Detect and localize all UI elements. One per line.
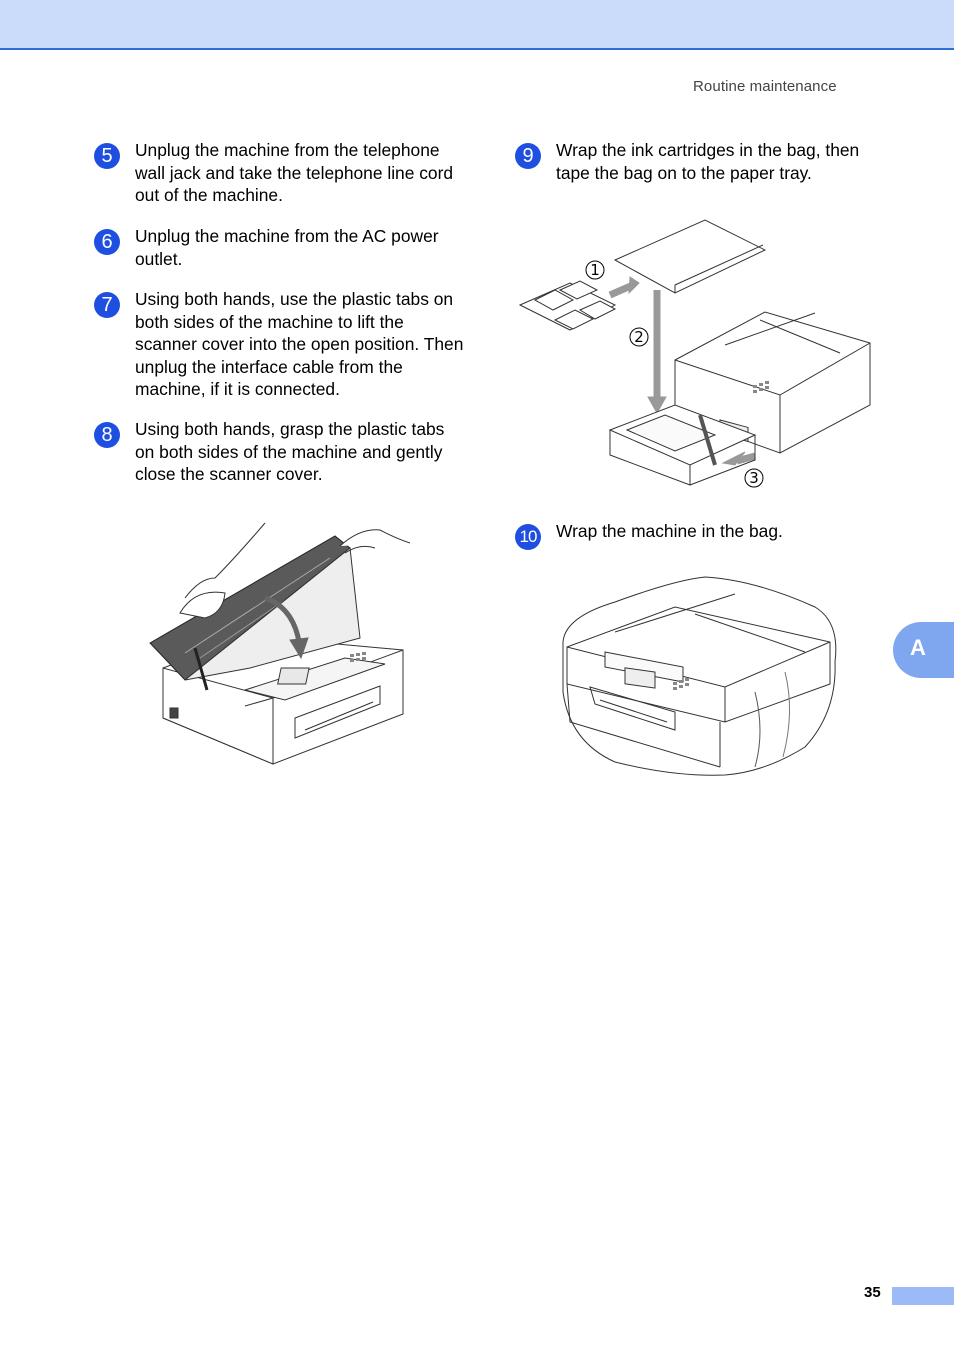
pack-cartridges-illustration: 1 2 3 [518, 219, 871, 488]
step-number-badge: 6 [94, 229, 120, 255]
step-text: Using both hands, grasp the plastic tabs… [135, 419, 445, 485]
step-number-badge: 5 [94, 143, 120, 169]
callout-2: 2 [634, 328, 644, 346]
step-number-badge: 10 [515, 524, 541, 550]
footer-bar [892, 1287, 954, 1305]
chapter-tab-label: A [910, 635, 926, 660]
running-head: Routine maintenance [693, 78, 837, 95]
header-band [0, 0, 954, 50]
step-text: Unplug the machine from the AC power out… [135, 226, 439, 269]
step-text: Wrap the machine in the bag. [556, 521, 783, 541]
step-number-badge: 9 [515, 143, 541, 169]
wrap-machine-illustration [562, 576, 837, 776]
close-scanner-cover-illustration [149, 522, 410, 765]
step-text: Wrap the ink cartridges in the bag, then… [556, 140, 860, 183]
step-number-badge: 8 [94, 422, 120, 448]
step-text: Unplug the machine from the telephone wa… [135, 140, 454, 206]
callout-1: 1 [590, 261, 600, 279]
callout-3: 3 [749, 469, 759, 487]
step-text: Using both hands, use the plastic tabs o… [135, 289, 464, 400]
step-number-badge: 7 [94, 292, 120, 318]
chapter-tab: A [893, 622, 954, 678]
page-number: 35 [864, 1284, 881, 1301]
